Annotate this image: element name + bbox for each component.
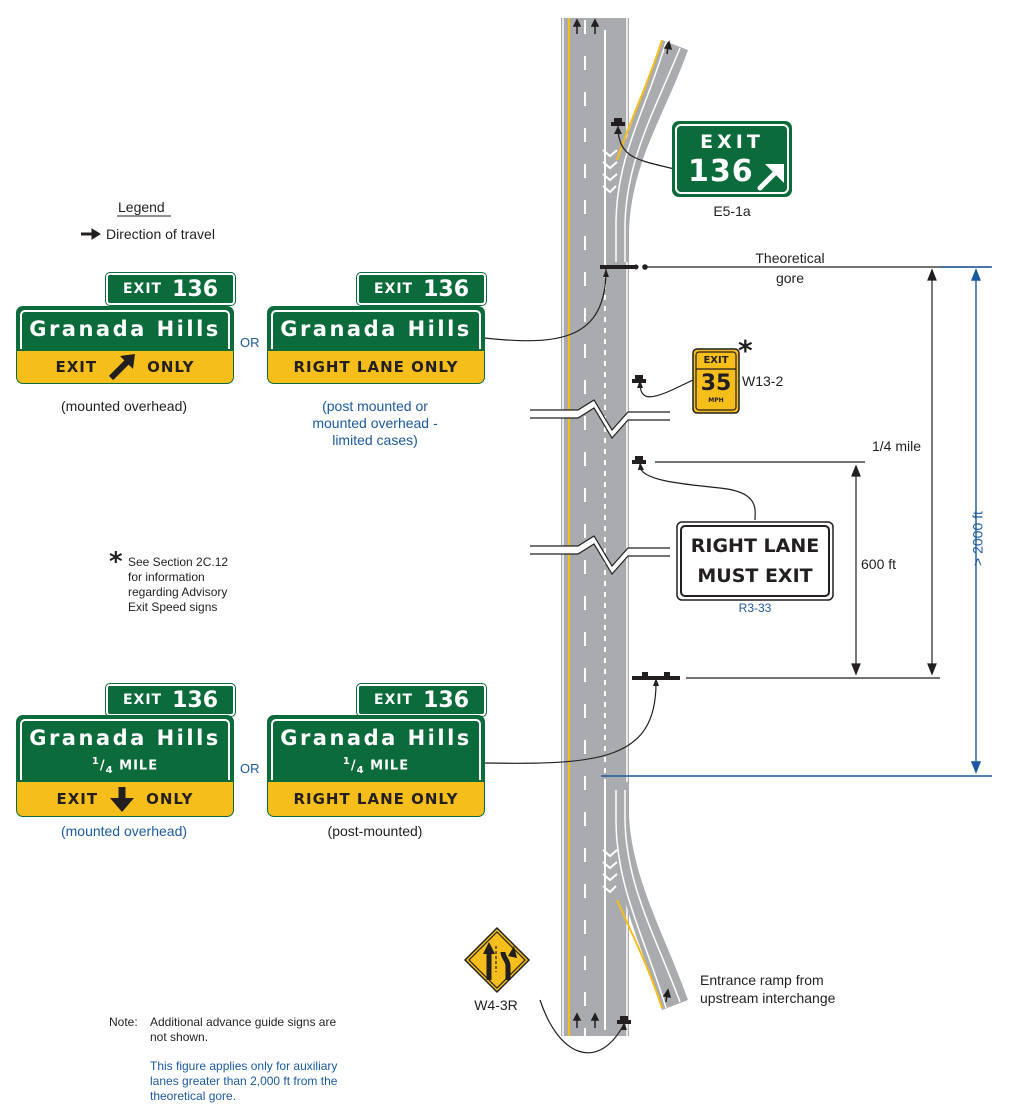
exit-tab-word: EXIT	[373, 692, 414, 708]
road-break-lower	[530, 535, 670, 576]
legend-arrow-icon	[81, 228, 101, 240]
lower-right-guide-sign: Granada Hills 1/4 MILE RIGHT LANE ONLY	[267, 715, 485, 817]
exit-tab-word: EXIT	[122, 692, 163, 708]
legend-item: Direction of travel	[106, 226, 215, 242]
sign-w4-3r	[463, 926, 531, 994]
entrance-ramp-label-1: Entrance ramp from	[700, 972, 824, 988]
upper-left-exit-tab: EXIT 136	[105, 272, 236, 306]
exit-tab-word: EXIT	[373, 281, 414, 297]
footnote-line-3: regarding Advisory	[128, 585, 228, 599]
r3-33-code: R3-33	[738, 601, 772, 615]
r3-33-line1: RIGHT LANE	[690, 535, 820, 557]
exit-tab-number: 136	[172, 276, 219, 302]
sign-e5-1a	[672, 121, 792, 197]
lower-right-caption: (post-mounted)	[327, 823, 423, 839]
direction-arrows	[572, 18, 673, 1028]
note-line-1: Additional advance guide signs are	[150, 1015, 337, 1029]
note-line-2: not shown.	[150, 1030, 209, 1044]
down-arrow-icon	[110, 787, 135, 812]
e5-1a-number: 136	[688, 154, 754, 189]
bottom-right-text: ONLY	[146, 790, 194, 808]
distance-text: MILE	[119, 758, 159, 774]
w13-2-asterisk: *	[738, 334, 753, 367]
gore-label-1: Theoretical	[755, 250, 825, 266]
bottom-left-text: EXIT	[55, 358, 98, 376]
sign-r3-33	[676, 521, 834, 601]
note-blue-2: lanes greater than 2,000 ft from the	[150, 1074, 338, 1088]
distance-text: MILE	[370, 758, 410, 774]
w4-3r-code: W4-3R	[474, 997, 518, 1013]
two-thousand-ft-label: > 2000 ft	[969, 511, 986, 566]
footnote-asterisk: *	[109, 547, 123, 577]
lower-left-caption: (mounted overhead)	[60, 823, 188, 839]
w13-2-speed: 35	[700, 371, 732, 396]
entrance-ramp	[613, 782, 688, 1010]
bottom-right-text: ONLY	[147, 358, 195, 376]
road-break-upper	[530, 399, 670, 440]
entrance-ramp-label-2: upstream interchange	[700, 990, 836, 1006]
upper-right-guide-sign: Granada Hills RIGHT LANE ONLY	[267, 306, 485, 384]
upper-left-caption: (mounted overhead)	[60, 398, 188, 414]
sign-w13-2	[692, 348, 740, 414]
lower-left-exit-tab: EXIT 136	[105, 683, 236, 717]
destination-name: Granada Hills	[29, 726, 221, 750]
exit-tab-word: EXIT	[122, 281, 163, 297]
e5-1a-word: EXIT	[700, 131, 764, 153]
e5-1a-code: E5-1a	[713, 203, 751, 219]
destination-name: Granada Hills	[280, 726, 472, 750]
quarter-mile-label: 1/4 mile	[872, 438, 922, 454]
note-label: Note:	[109, 1015, 138, 1029]
exit-tab-number: 136	[423, 687, 470, 713]
note-blue-1: This figure applies only for auxiliary	[150, 1059, 338, 1073]
upper-right-caption-2: mounted overhead -	[312, 415, 438, 431]
bottom-text: RIGHT LANE ONLY	[293, 358, 459, 376]
footnote-line-4: Exit Speed signs	[128, 600, 218, 614]
upper-left-guide-sign: Granada Hills EXIT ONLY	[16, 306, 234, 384]
exit-ramp	[613, 40, 688, 262]
exit-tab-number: 136	[172, 687, 219, 713]
footnote-line-2: for information	[128, 570, 205, 584]
gore-label-2: gore	[775, 270, 805, 286]
exit-tab-number: 136	[423, 276, 470, 302]
upper-right-exit-tab: EXIT 136	[356, 272, 487, 306]
w13-2-word: EXIT	[703, 355, 729, 366]
upper-right-caption-3: limited cases)	[332, 432, 418, 448]
or-lower: OR	[240, 761, 260, 776]
note-blue-3: theoretical gore.	[150, 1089, 237, 1103]
w13-2-code: W13-2	[742, 373, 784, 389]
r3-33-line2: MUST EXIT	[697, 565, 813, 587]
six-hundred-ft-label: 600 ft	[861, 556, 897, 572]
destination-name: Granada Hills	[29, 317, 221, 341]
lower-right-exit-tab: EXIT 136	[356, 683, 487, 717]
diagonal-arrow-icon	[108, 354, 136, 381]
footnote-line-1: See Section 2C.12	[128, 555, 229, 569]
bottom-text: RIGHT LANE ONLY	[293, 790, 459, 808]
bottom-left-text: EXIT	[56, 790, 99, 808]
w13-2-unit: MPH	[708, 397, 724, 404]
destination-name: Granada Hills	[280, 317, 472, 341]
upper-right-caption-1: (post mounted or	[322, 398, 428, 414]
or-upper: OR	[240, 335, 260, 350]
legend-title: Legend	[118, 199, 165, 215]
lower-left-guide-sign: Granada Hills 1/4 MILE EXIT ONLY	[16, 715, 234, 817]
